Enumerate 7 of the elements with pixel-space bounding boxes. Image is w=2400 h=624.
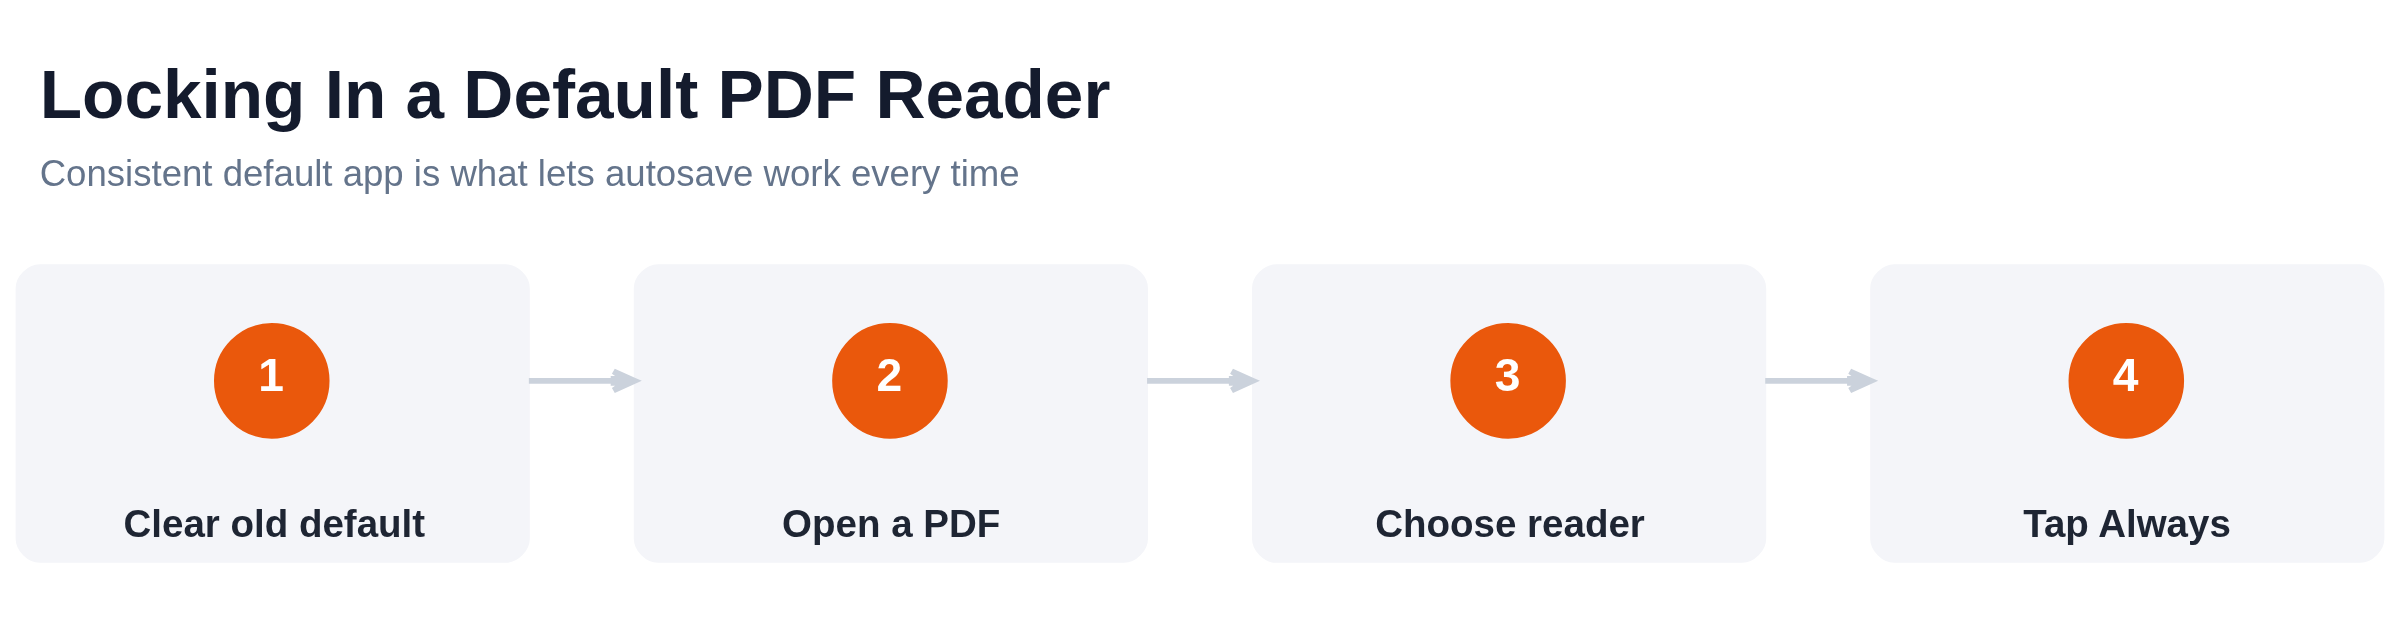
node-circle: 1 — [214, 322, 330, 439]
diagram-title: Locking In a Default PDF Reader — [39, 54, 1111, 133]
node-circle: 3 — [1450, 322, 1566, 439]
node-circle: 2 — [832, 322, 948, 439]
arrow — [1765, 367, 1875, 393]
caption: Consistent default app is what lets autosave work every time — [39, 152, 1020, 194]
node-circle: 4 — [2068, 322, 2185, 439]
